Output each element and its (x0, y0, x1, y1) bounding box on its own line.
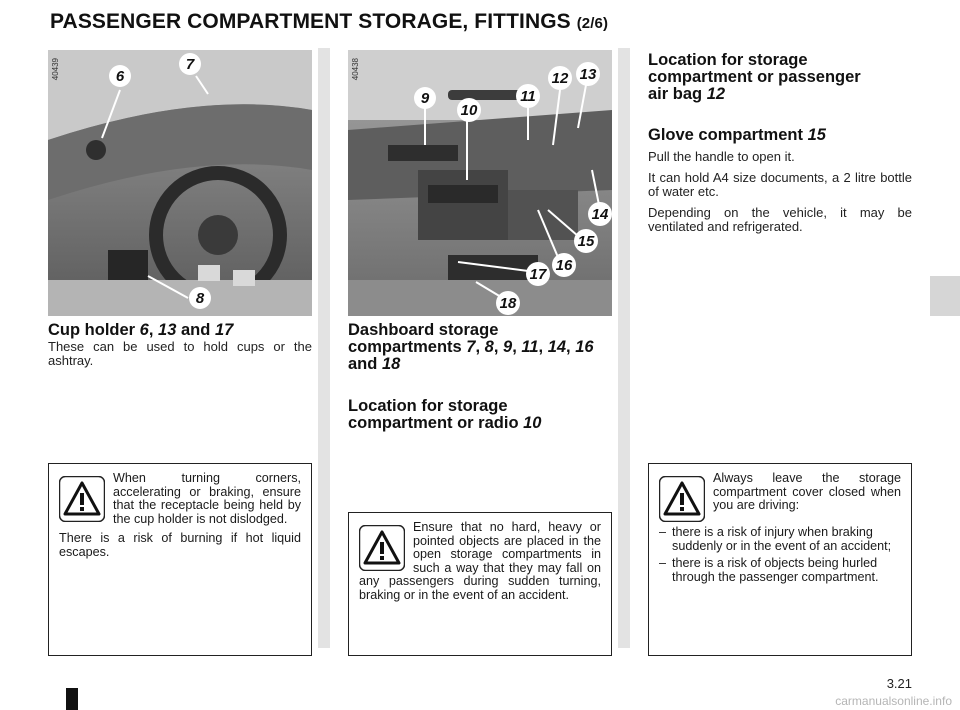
callout-11: 11 (516, 84, 540, 108)
callout-6: 6 (109, 65, 131, 87)
dashboard-storage-heading: Dashboard storage compartments 7, 8, 9, … (348, 321, 594, 373)
watermark-link[interactable]: carmanualsonline.info (835, 694, 952, 708)
warning-text: There is a risk of burning if hot liquid… (59, 531, 301, 559)
svg-text:14: 14 (592, 206, 609, 223)
page-number: 3.21 (886, 676, 912, 691)
warning-triangle-icon (658, 475, 706, 523)
callout-18: 18 (496, 291, 520, 315)
glove-paragraph: Pull the handle to open it. (648, 149, 795, 164)
svg-text:10: 10 (461, 102, 478, 119)
page-title-text: PASSENGER COMPARTMENT STORAGE, FITTINGS (50, 10, 571, 33)
glove-compartment-body: Pull the handle to open it. It can hold … (648, 150, 912, 241)
photo-steering-illustration (48, 50, 312, 316)
svg-text:8: 8 (196, 290, 205, 307)
callout-8: 8 (189, 287, 211, 309)
svg-text:7: 7 (186, 56, 195, 73)
corner-marker (66, 688, 78, 710)
callout-10: 10 (457, 98, 481, 122)
callout-14: 14 (588, 202, 612, 226)
column-divider (318, 48, 330, 648)
callout-12: 12 (548, 66, 572, 90)
glove-compartment-heading: Glove compartment 15 (648, 126, 826, 144)
callout-15: 15 (574, 229, 598, 253)
photo-dashboard: 40438 9 10 11 12 13 14 15 16 17 18 (348, 50, 612, 316)
photo-steering-area: 40439 6 7 8 (48, 50, 312, 316)
svg-text:6: 6 (116, 68, 125, 85)
warning-intro: Always leave the storage compartment cov… (713, 471, 901, 512)
callout-9: 9 (414, 87, 436, 109)
column-divider (618, 48, 630, 648)
page-title-part: (2/6) (576, 15, 609, 32)
callout-13: 13 (576, 62, 600, 86)
warning-box-cup-holder: When turning corners, accelerating or br… (48, 463, 312, 656)
svg-text:18: 18 (500, 295, 517, 312)
cup-holder-heading: Cup holder 6, 13 and 17 (48, 321, 234, 339)
svg-text:11: 11 (520, 88, 536, 105)
svg-text:15: 15 (578, 233, 595, 250)
warning-triangle-icon (58, 475, 106, 523)
callout-layer-center: 9 10 11 12 13 14 15 16 17 18 (414, 62, 612, 315)
cup-holder-body: These can be used to hold cups or the as… (48, 339, 312, 368)
radio-storage-heading: Location for storage compartment or radi… (348, 397, 542, 432)
warning-list-item: –there is a risk of injury when braking … (659, 525, 892, 553)
warning-box-storage: Ensure that no hard, heavy or pointed ob… (348, 512, 612, 656)
svg-text:17: 17 (530, 266, 547, 283)
warning-text: When turning corners, accelerating or br… (113, 471, 301, 526)
airbag-storage-heading: Location for storage compartment or pass… (648, 51, 861, 103)
page-title: PASSENGER COMPARTMENT STORAGE, FITTINGS … (50, 10, 608, 34)
warning-box-cover: Always leave the storage compartment cov… (648, 463, 912, 656)
callout-7: 7 (179, 53, 201, 75)
callout-16: 16 (552, 253, 576, 277)
svg-text:13: 13 (580, 66, 597, 83)
warning-triangle-icon (358, 524, 406, 572)
svg-text:9: 9 (421, 90, 430, 107)
callout-layer-left: 6 7 8 (109, 53, 211, 309)
section-tab (930, 276, 960, 316)
svg-text:16: 16 (556, 257, 573, 274)
glove-paragraph: Depending on the vehicle, it may be vent… (648, 205, 912, 234)
callout-17: 17 (526, 262, 550, 286)
warning-text: Ensure that no hard, heavy or pointed ob… (359, 520, 601, 602)
glove-paragraph: It can hold A4 size documents, a 2 litre… (648, 170, 912, 199)
svg-text:12: 12 (552, 70, 569, 87)
warning-list-item: –there is a risk of objects being hurled… (659, 556, 879, 584)
